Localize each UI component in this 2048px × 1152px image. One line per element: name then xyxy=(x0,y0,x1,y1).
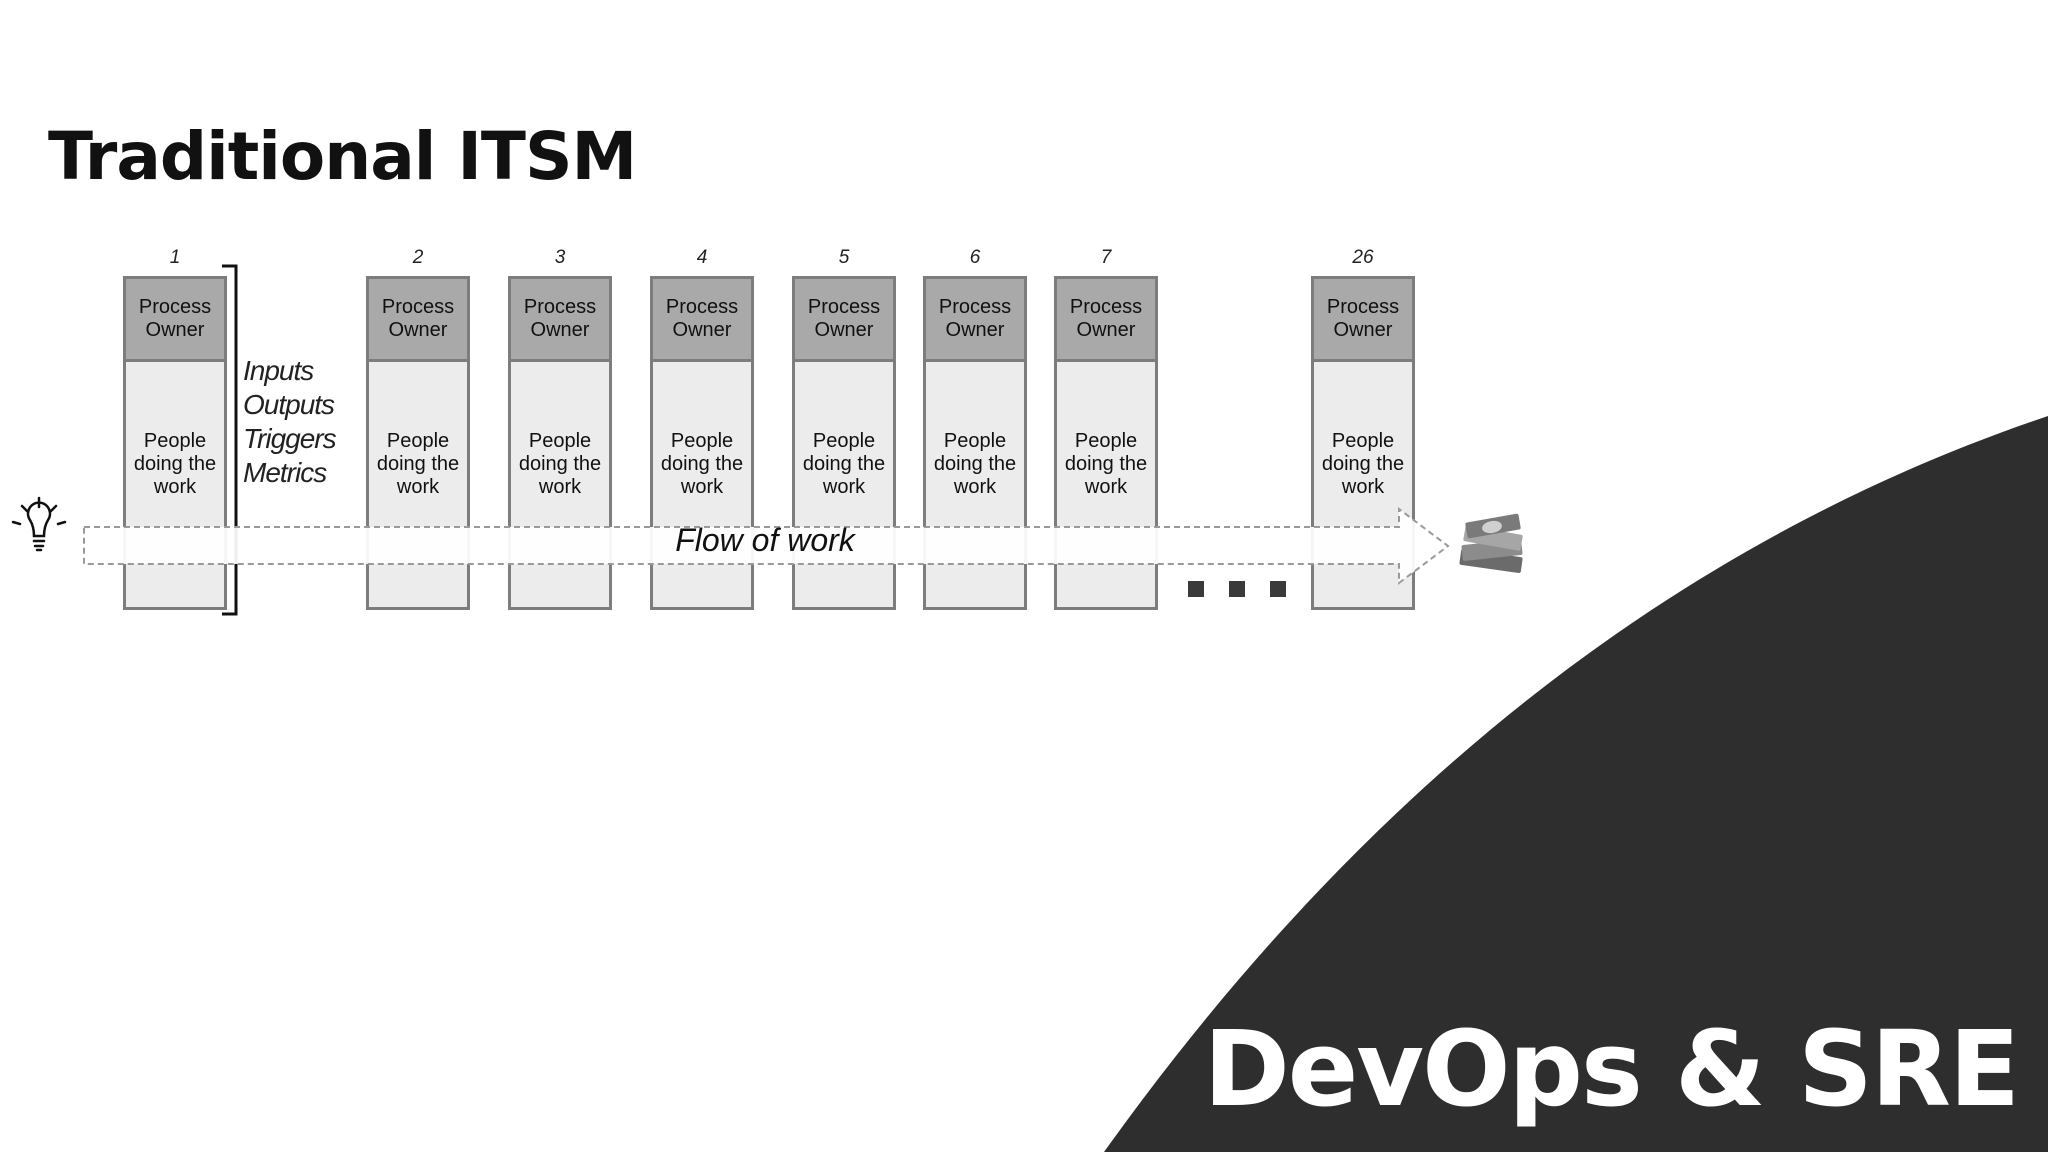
work-label: People doing the work xyxy=(933,430,1017,498)
lightbulb-icon xyxy=(11,496,67,552)
work-cell xyxy=(508,359,612,610)
work-cell xyxy=(650,359,754,610)
owner-cell: Process Owner xyxy=(1311,276,1415,362)
owner-cell: Process Owner xyxy=(792,276,896,362)
owner-cell: Process Owner xyxy=(366,276,470,362)
column-number: 26 xyxy=(1352,247,1374,268)
work-cell xyxy=(366,359,470,610)
owner-cell: Process Owner xyxy=(123,276,227,362)
interface-label: Inputs xyxy=(243,355,314,386)
interface-label: Triggers xyxy=(243,423,337,454)
interface-bracket xyxy=(222,264,238,616)
work-cell xyxy=(1311,359,1415,610)
flow-label: Flow of work xyxy=(675,522,855,558)
column-number: 6 xyxy=(969,247,981,268)
owner-cell: Process Owner xyxy=(1054,276,1158,362)
work-cell xyxy=(923,359,1027,610)
column-number: 5 xyxy=(838,247,850,268)
work-label: People doing the work xyxy=(133,430,217,498)
owner-cell: Process Owner xyxy=(508,276,612,362)
owner-cell: Process Owner xyxy=(650,276,754,362)
brand-title: DevOps & SRE xyxy=(1203,1008,2020,1130)
ellipsis-squares xyxy=(1188,581,1286,597)
flow-arrow xyxy=(83,506,1450,586)
interface-labels: Inputs Outputs Triggers Metrics xyxy=(243,354,337,490)
column-number: 3 xyxy=(554,247,566,268)
work-cell xyxy=(792,359,896,610)
column-number: 4 xyxy=(696,247,708,268)
money-stack-icon xyxy=(1459,513,1523,573)
work-cell xyxy=(123,359,227,610)
interface-label: Metrics xyxy=(243,457,327,488)
work-label: People doing the work xyxy=(376,430,460,498)
work-label: People doing the work xyxy=(802,430,886,498)
column-number: 1 xyxy=(169,247,181,268)
work-label: People doing the work xyxy=(660,430,744,498)
page-title: Traditional ITSM xyxy=(48,118,637,195)
owner-cell: Process Owner xyxy=(923,276,1027,362)
work-label: People doing the work xyxy=(1321,430,1405,498)
column-number: 7 xyxy=(1100,247,1112,268)
column-number: 2 xyxy=(412,247,424,268)
work-label: People doing the work xyxy=(1064,430,1148,498)
interface-label: Outputs xyxy=(243,389,335,420)
dark-corner-shape xyxy=(1104,416,2048,1152)
work-label: People doing the work xyxy=(518,430,602,498)
